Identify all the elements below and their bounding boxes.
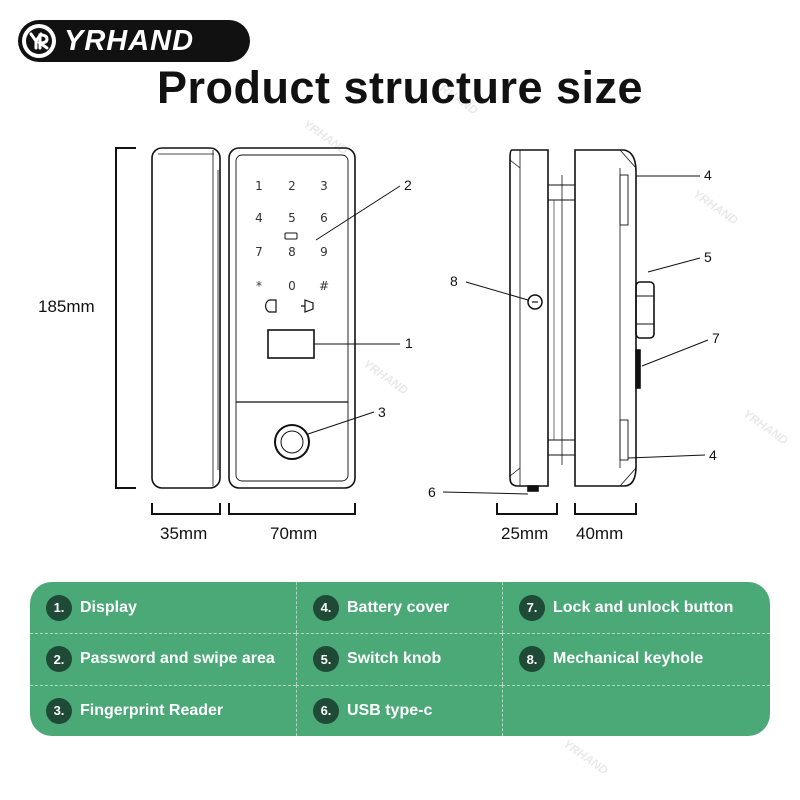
- side-inner-panel: [509, 149, 549, 487]
- lock-unlock-button: [635, 349, 641, 389]
- keypad-key-5: 5: [288, 211, 296, 225]
- callout-6: 6: [428, 484, 436, 500]
- keypad-key-2: 2: [288, 179, 296, 193]
- inner-panel-outline: [151, 147, 221, 489]
- legend-label: Mechanical keyhole: [553, 650, 704, 668]
- legend-label: Display: [80, 598, 137, 616]
- keypad-key-11: 0: [288, 279, 296, 293]
- legend-item: 4. Battery cover: [296, 582, 502, 634]
- keypad-key-12: #: [319, 279, 329, 293]
- legend-item: 3. Fingerprint Reader: [30, 684, 296, 736]
- side-depth-b-label: 40mm: [576, 524, 623, 543]
- callout-7: 7: [712, 330, 720, 346]
- brand-name: YRHAND: [64, 24, 195, 57]
- brand-mark-icon: [22, 24, 56, 58]
- callout-5: 5: [704, 249, 712, 265]
- legend-panel: 1. Display 4. Battery cover 7. Lock and …: [30, 582, 770, 736]
- keypad: 1 2 3 4 5 6 7 8 9 * 0 #: [255, 179, 329, 293]
- side-depth-b-dimension-line: [574, 503, 637, 515]
- keypad-key-4: 4: [255, 211, 263, 225]
- callout-2: 2: [404, 177, 412, 193]
- front-width-dimension-line: [228, 503, 356, 515]
- usb-port: [527, 485, 539, 492]
- callout-8: 8: [450, 273, 458, 289]
- legend-label: Fingerprint Reader: [80, 701, 224, 719]
- card-symbol-icon: [265, 299, 277, 313]
- panel-width-label: 35mm: [160, 524, 207, 543]
- display-window: [267, 329, 315, 359]
- front-body-outline: [228, 147, 356, 489]
- height-dimension-line: [115, 147, 136, 489]
- keypad-key-1: 1: [255, 179, 263, 193]
- callout-4-bottom: 4: [709, 447, 717, 463]
- watermark: YRHAND: [560, 736, 611, 778]
- legend-number: 3.: [46, 697, 72, 724]
- legend-empty-cell: [502, 684, 770, 736]
- height-dimension-label: 185mm: [38, 297, 95, 316]
- panel-width-dimension-line: [151, 503, 221, 515]
- side-depth-a-label: 25mm: [501, 524, 548, 543]
- keypad-key-8: 8: [288, 245, 296, 259]
- legend-number: 7.: [519, 594, 545, 621]
- product-drawing: 1 2 3 4 5 6 7 8 9 * 0 # 2 1 3 4 5 8 7 4 6 185mm 35m…: [38, 147, 720, 543]
- legend-label: Lock and unlock button: [553, 598, 734, 616]
- keypad-key-3: 3: [320, 179, 328, 193]
- legend-item: 7. Lock and unlock button: [502, 582, 770, 634]
- legend-item: 2. Password and swipe area: [30, 633, 296, 684]
- legend-item: 6. USB type-c: [296, 684, 502, 736]
- legend-number: 8.: [519, 646, 545, 673]
- legend-item: 1. Display: [30, 582, 296, 633]
- legend-label: Switch knob: [347, 650, 442, 668]
- callout-1: 1: [405, 335, 413, 351]
- switch-knob: [635, 281, 655, 339]
- keypad-key-10: *: [256, 279, 262, 293]
- legend-label: USB type-c: [347, 701, 433, 719]
- callout-3: 3: [378, 404, 386, 420]
- legend-number: 4.: [313, 594, 339, 621]
- keypad-key-9: 9: [320, 245, 328, 259]
- legend-item: 8. Mechanical keyhole: [502, 633, 770, 685]
- legend-number: 6.: [313, 697, 339, 724]
- brand-logo: YRHAND: [18, 20, 250, 62]
- keypad-key-6: 6: [320, 211, 328, 225]
- page-title: Product structure size: [156, 62, 644, 113]
- callout-4-top: 4: [704, 167, 712, 183]
- side-depth-a-dimension-line: [496, 503, 558, 515]
- keypad-key-7: 7: [255, 245, 263, 259]
- legend-number: 2.: [46, 646, 72, 673]
- fingerprint-reader: [274, 424, 310, 460]
- legend-number: 5.: [313, 646, 339, 673]
- legend-label: Password and swipe area: [80, 650, 275, 668]
- doorbell-symbol-icon: [301, 299, 314, 313]
- legend-label: Battery cover: [347, 598, 450, 616]
- legend-item: 5. Switch knob: [296, 633, 502, 685]
- mechanical-keyhole: [527, 294, 543, 310]
- legend-number: 1.: [46, 594, 72, 621]
- front-width-label: 70mm: [270, 524, 317, 543]
- side-outer-body: [574, 149, 637, 487]
